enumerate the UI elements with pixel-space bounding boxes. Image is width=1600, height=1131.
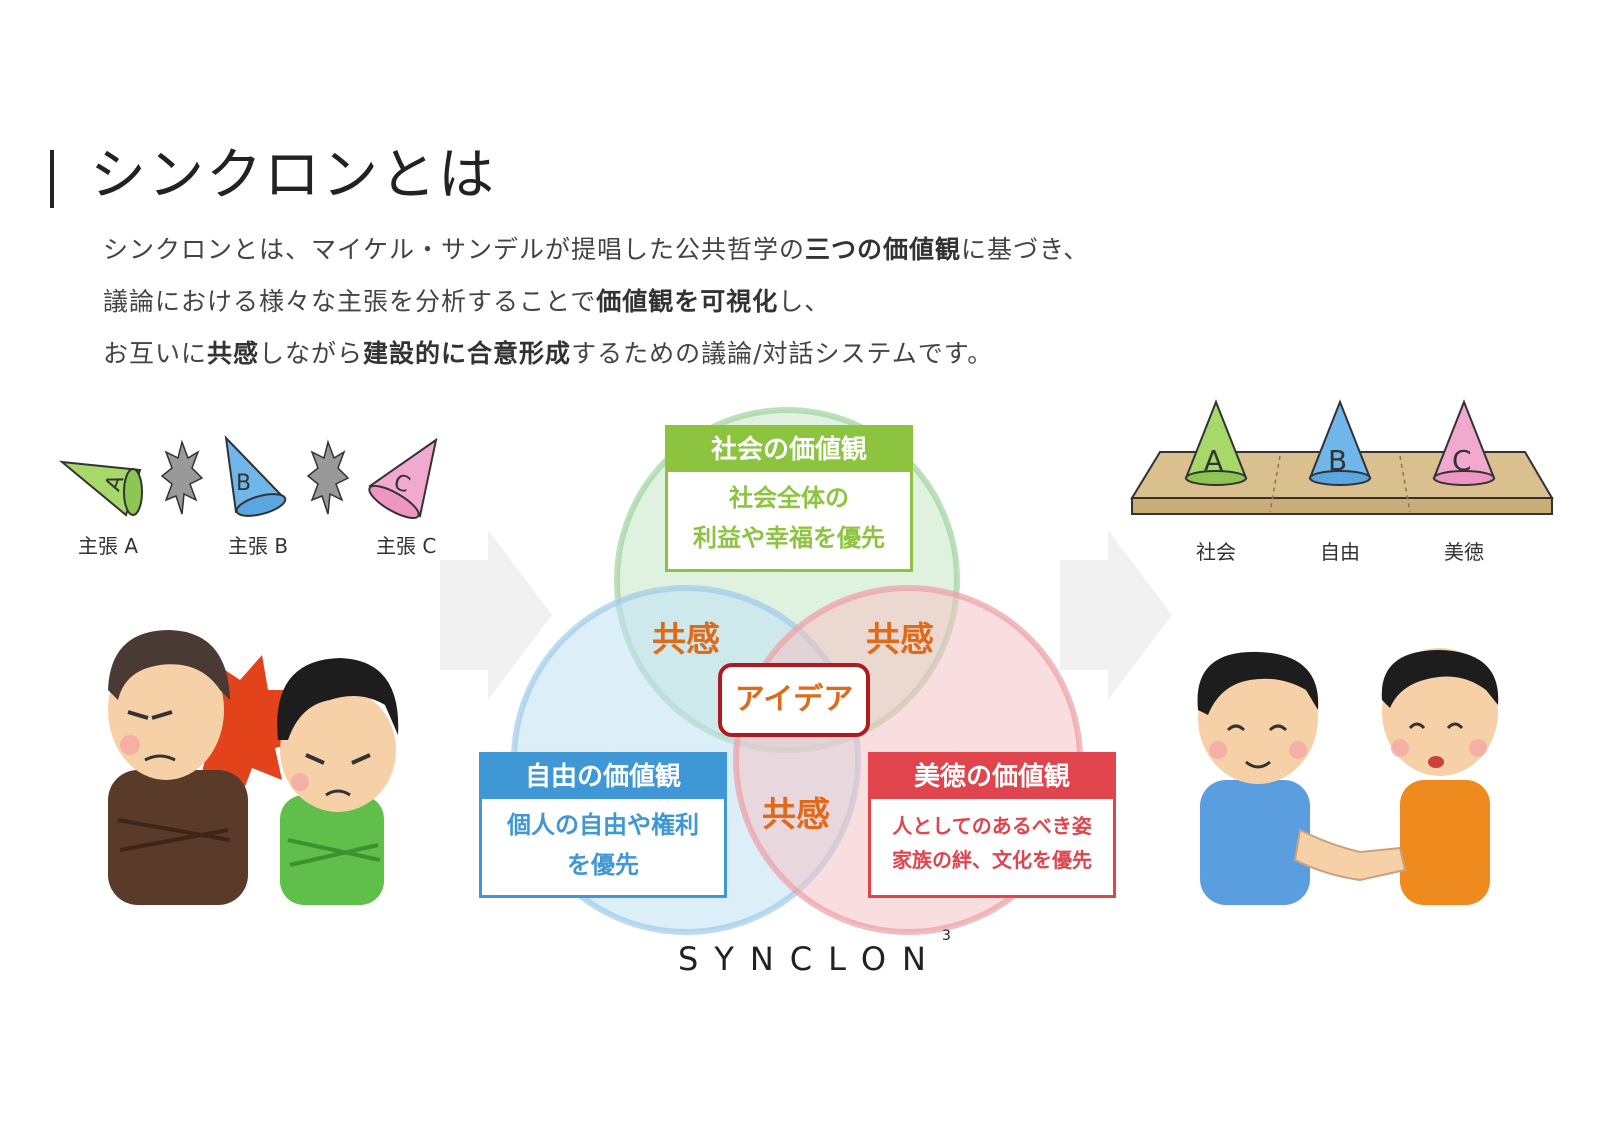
handshake-icon [1293, 828, 1407, 882]
board-label-virtue: 美徳 [1444, 540, 1484, 564]
description-text: するための議論/対話システムです。 [571, 339, 994, 368]
logo-superscript: 3 [941, 928, 951, 945]
society-value-header: 社会の価値観 [668, 428, 910, 472]
virtue-value-body-line: 家族の絆、文化を優先 [892, 848, 1092, 872]
society-value-box: 社会の価値観 社会全体の 利益や幸福を優先 [665, 425, 913, 572]
title-accent-bar [50, 150, 54, 208]
claim-label-b: 主張 B [228, 534, 289, 558]
freedom-value-body: 個人の自由や権利 を優先 [482, 799, 724, 885]
virtue-value-header: 美徳の価値観 [871, 755, 1113, 799]
description-text: 議論における様々な主張を分析することで [103, 287, 597, 316]
cone-c-icon: C [1432, 399, 1496, 486]
freedom-value-body-line: を優先 [567, 851, 639, 879]
synclon-logo: SYNCLON3 [678, 928, 951, 978]
freedom-value-box: 自由の価値観 個人の自由や権利 を優先 [479, 752, 727, 898]
svg-text:B: B [1328, 444, 1347, 477]
cone-a-icon: A [58, 460, 143, 517]
description-emphasis: 共感 [207, 339, 260, 368]
claim-label-a: 主張 A [78, 534, 139, 558]
description-emphasis: 建設的に合意形成 [363, 339, 572, 368]
angry-man-icon [108, 630, 248, 905]
cone-b-icon: B [1308, 399, 1372, 486]
description-emphasis: 三つの価値観 [805, 235, 962, 264]
arrow-left [440, 530, 552, 700]
description-text: シンクロンとは、マイケル・サンデルが提唱した公共哲学の [103, 235, 806, 264]
cone-c-icon: C [368, 437, 438, 520]
svg-text:C: C [1452, 444, 1472, 477]
board-label-society: 社会 [1196, 540, 1236, 564]
empathy-label-society-virtue: 共感 [866, 620, 934, 660]
description-line-3: お互いに共感しながら建設的に合意形成するための議論/対話システムです。 [103, 328, 1089, 380]
description-text: に基づき、 [961, 235, 1090, 264]
society-value-body-line: 社会全体の [729, 484, 849, 512]
claim-label-c: 主張 C [376, 534, 437, 558]
description-text: しながら [259, 339, 364, 368]
description-text: お互いに [103, 339, 208, 368]
freedom-value-header: 自由の価値観 [482, 755, 724, 799]
description-text: し、 [778, 287, 831, 316]
cone-a-icon: A [1184, 399, 1248, 486]
description-emphasis: 価値観を可視化 [596, 287, 779, 316]
smiling-boy-blue-icon [1197, 651, 1319, 905]
conflict-spark-icon [306, 439, 350, 515]
smiling-boy-orange-icon [1381, 648, 1499, 905]
description-line-2: 議論における様々な主張を分析することで価値観を可視化し、 [103, 276, 1089, 328]
virtue-value-body: 人としてのあるべき姿 家族の絆、文化を優先 [871, 799, 1113, 877]
svg-text:B: B [236, 471, 251, 496]
society-value-body: 社会全体の 利益や幸福を優先 [668, 472, 910, 558]
arrow-right [1060, 530, 1172, 700]
angry-boy-icon [277, 658, 399, 905]
idea-center-label: アイデア [718, 663, 870, 737]
description-line-1: シンクロンとは、マイケル・サンデルが提唱した公共哲学の三つの価値観に基づき、 [103, 224, 1089, 276]
society-value-body-line: 利益や幸福を優先 [693, 524, 885, 552]
virtue-value-body-line: 人としてのあるべき姿 [892, 814, 1092, 838]
conflict-spark-icon [160, 439, 204, 515]
empathy-label-freedom-virtue: 共感 [762, 795, 830, 835]
virtue-value-box: 美徳の価値観 人としてのあるべき姿 家族の絆、文化を優先 [868, 752, 1116, 898]
freedom-value-body-line: 個人の自由や権利 [507, 811, 699, 839]
logo-text: SYNCLON [678, 940, 942, 978]
empathy-label-society-freedom: 共感 [652, 620, 720, 660]
svg-text:A: A [1204, 444, 1223, 477]
board-label-freedom: 自由 [1320, 540, 1360, 564]
cone-b-icon: B [224, 435, 287, 517]
description: シンクロンとは、マイケル・サンデルが提唱した公共哲学の三つの価値観に基づき、 議… [103, 224, 1089, 380]
page-title: シンクロンとは [90, 143, 496, 208]
